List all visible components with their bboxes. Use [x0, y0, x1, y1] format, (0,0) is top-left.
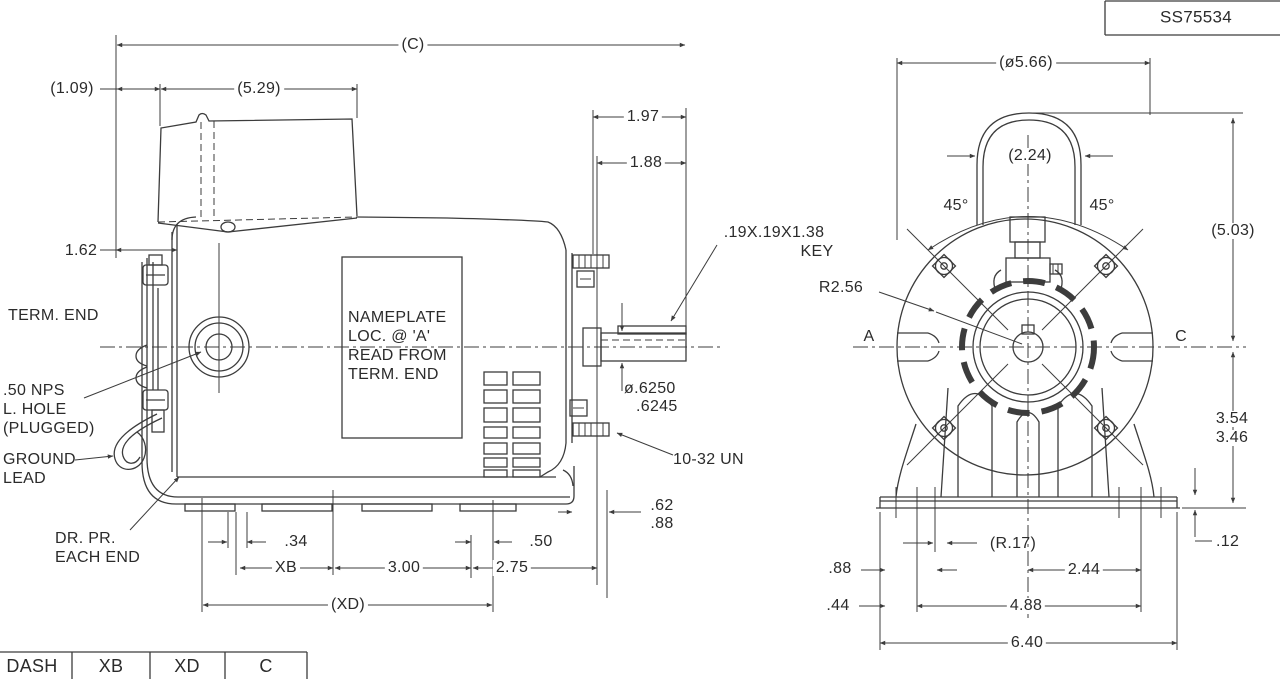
- end-view-linework: [853, 112, 1246, 620]
- table-header-c: C: [259, 656, 273, 676]
- dim-0-34-label: .34: [284, 533, 308, 550]
- dim-2-44-label: 2.44: [1064, 562, 1104, 578]
- nps-hole-label-3: (PLUGGED): [3, 420, 95, 437]
- dim-1-62-label: 1.62: [64, 242, 98, 259]
- dim-xd-label: (XD): [327, 597, 369, 613]
- nameplate-note-3: READ FROM: [348, 347, 447, 364]
- nps-hole-label-1: .50 NPS: [3, 382, 65, 399]
- dim-0-88-side-label: .88: [650, 515, 674, 532]
- dim-3-46-label: 3.46: [1212, 430, 1252, 446]
- dim-0-62-label: .62: [650, 497, 674, 514]
- drain-plug-label-2: EACH END: [55, 549, 141, 566]
- key-label: KEY: [800, 243, 834, 260]
- dim-5-66-label: (ø5.66): [996, 55, 1056, 71]
- key-size-label: .19X.19X1.38: [723, 224, 825, 241]
- table-header-xb: XB: [98, 656, 124, 676]
- nameplate-note-1: NAMEPLATE: [348, 309, 447, 326]
- dim-3-54-label: 3.54: [1212, 411, 1252, 427]
- dim-6-40-label: 6.40: [1007, 635, 1047, 651]
- end-view-dimensions: [859, 58, 1246, 650]
- dash-table-rules: [0, 651, 308, 679]
- ground-lead-label-1: GROUND: [3, 451, 76, 468]
- side-c-label: C: [1172, 329, 1190, 345]
- table-header-xd: XD: [174, 656, 200, 676]
- dim-4-88-label: 4.88: [1006, 598, 1046, 614]
- drawing-number: SS75534: [1159, 7, 1233, 27]
- table-header-dash: DASH: [6, 656, 58, 676]
- side-view-dimensions: [74, 35, 718, 612]
- dim-1-97-label: 1.97: [623, 109, 663, 125]
- drain-plug-label-1: DR. PR.: [55, 530, 116, 547]
- dim-0-12-label: .12: [1216, 533, 1240, 550]
- title-block: [1104, 0, 1280, 36]
- dim-xb-label: XB: [272, 560, 300, 576]
- dim-1-09-label: (1.09): [50, 80, 94, 97]
- dim-0-88-end-label: .88: [828, 560, 852, 577]
- dim-2-75-label: 2.75: [492, 560, 532, 576]
- shaft-dia-max-label: ø.6250: [624, 380, 676, 397]
- dim-0-44-label: .44: [826, 597, 850, 614]
- dim-1-88-label: 1.88: [626, 155, 666, 171]
- angle-45-right-label: 45°: [1086, 198, 1118, 214]
- dim-0-50-label: .50: [529, 533, 553, 550]
- dim-c-label: (C): [398, 37, 428, 53]
- nameplate-note-4: TERM. END: [348, 366, 439, 383]
- dim-r-17-label: (R.17): [989, 535, 1037, 552]
- term-end-label: TERM. END: [8, 307, 99, 324]
- thread-spec-label: 10-32 UN: [673, 451, 744, 468]
- angle-45-left-label: 45°: [940, 198, 972, 214]
- dim-5-03-label: (5.03): [1208, 223, 1258, 239]
- dim-5-29-label: (5.29): [234, 81, 284, 97]
- dim-r2-56-label: R2.56: [818, 279, 864, 296]
- side-a-label: A: [860, 329, 878, 345]
- dim-2-24-label: (2.24): [1005, 148, 1055, 164]
- ground-lead-label-2: LEAD: [3, 470, 46, 487]
- shaft-dia-min-label: .6245: [636, 398, 678, 415]
- nps-hole-label-2: L. HOLE: [3, 401, 67, 418]
- nameplate-note-2: LOC. @ 'A': [348, 328, 431, 345]
- dim-3-00-label: 3.00: [384, 560, 424, 576]
